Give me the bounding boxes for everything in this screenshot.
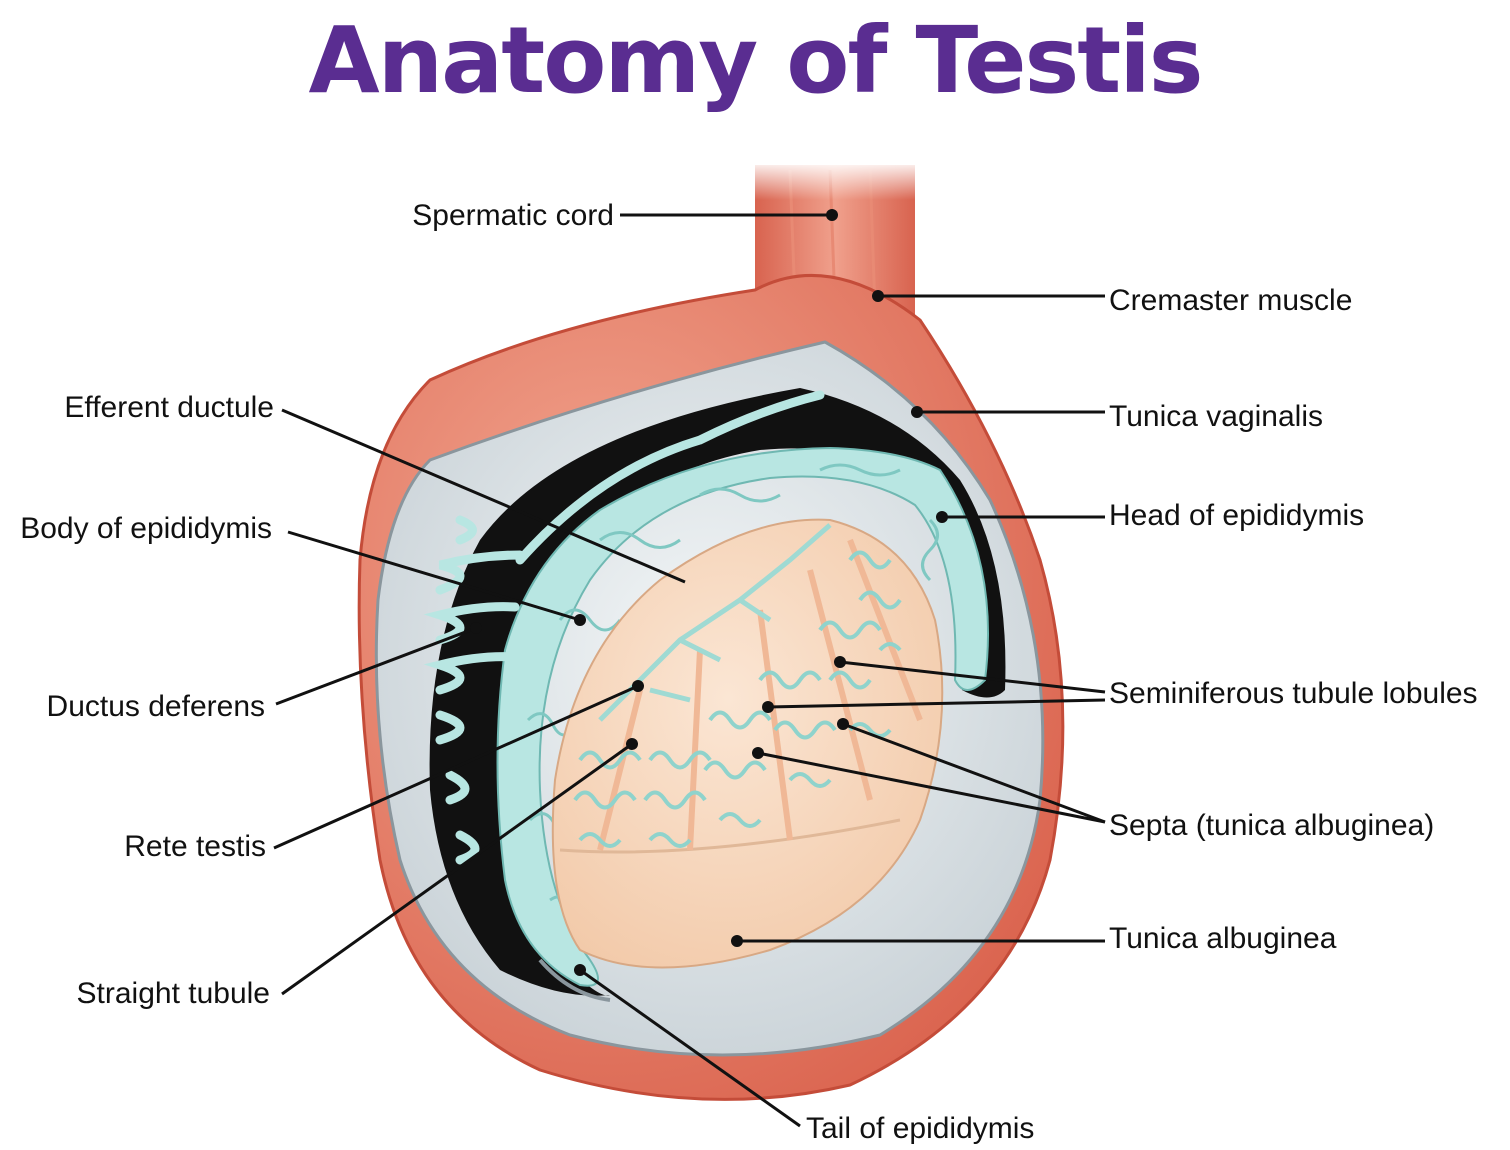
- page-title: Anatomy of Testis: [308, 7, 1203, 114]
- ductus-deferens-shape: [423, 390, 825, 865]
- label-tunica-albuginea: Tunica albuginea: [1109, 922, 1337, 955]
- label-rete-testis: Rete testis: [124, 830, 266, 863]
- label-head-of-epididymis: Head of epididymis: [1109, 499, 1364, 532]
- epididymis-shape: [496, 446, 989, 987]
- label-seminiferous-tubule-lobules: Seminiferous tubule lobules: [1109, 677, 1478, 710]
- label-cremaster-muscle: Cremaster muscle: [1109, 284, 1352, 317]
- label-tail-of-epididymis: Tail of epididymis: [806, 1112, 1034, 1145]
- label-tunica-vaginalis: Tunica vaginalis: [1109, 400, 1323, 433]
- label-efferent-ductule: Efferent ductule: [64, 391, 274, 424]
- label-septa: Septa (tunica albuginea): [1109, 809, 1434, 842]
- testis-interior-shape: [551, 518, 944, 969]
- rete-testis-shape: [598, 523, 832, 722]
- label-straight-tubule: Straight tubule: [77, 977, 270, 1010]
- seminiferous-lobules-shapes: [573, 550, 902, 848]
- label-ductus-deferens: Ductus deferens: [47, 690, 265, 723]
- label-body-of-epididymis: Body of epididymis: [20, 512, 272, 545]
- septa-shapes: [597, 538, 923, 851]
- label-spermatic-cord: Spermatic cord: [412, 199, 614, 232]
